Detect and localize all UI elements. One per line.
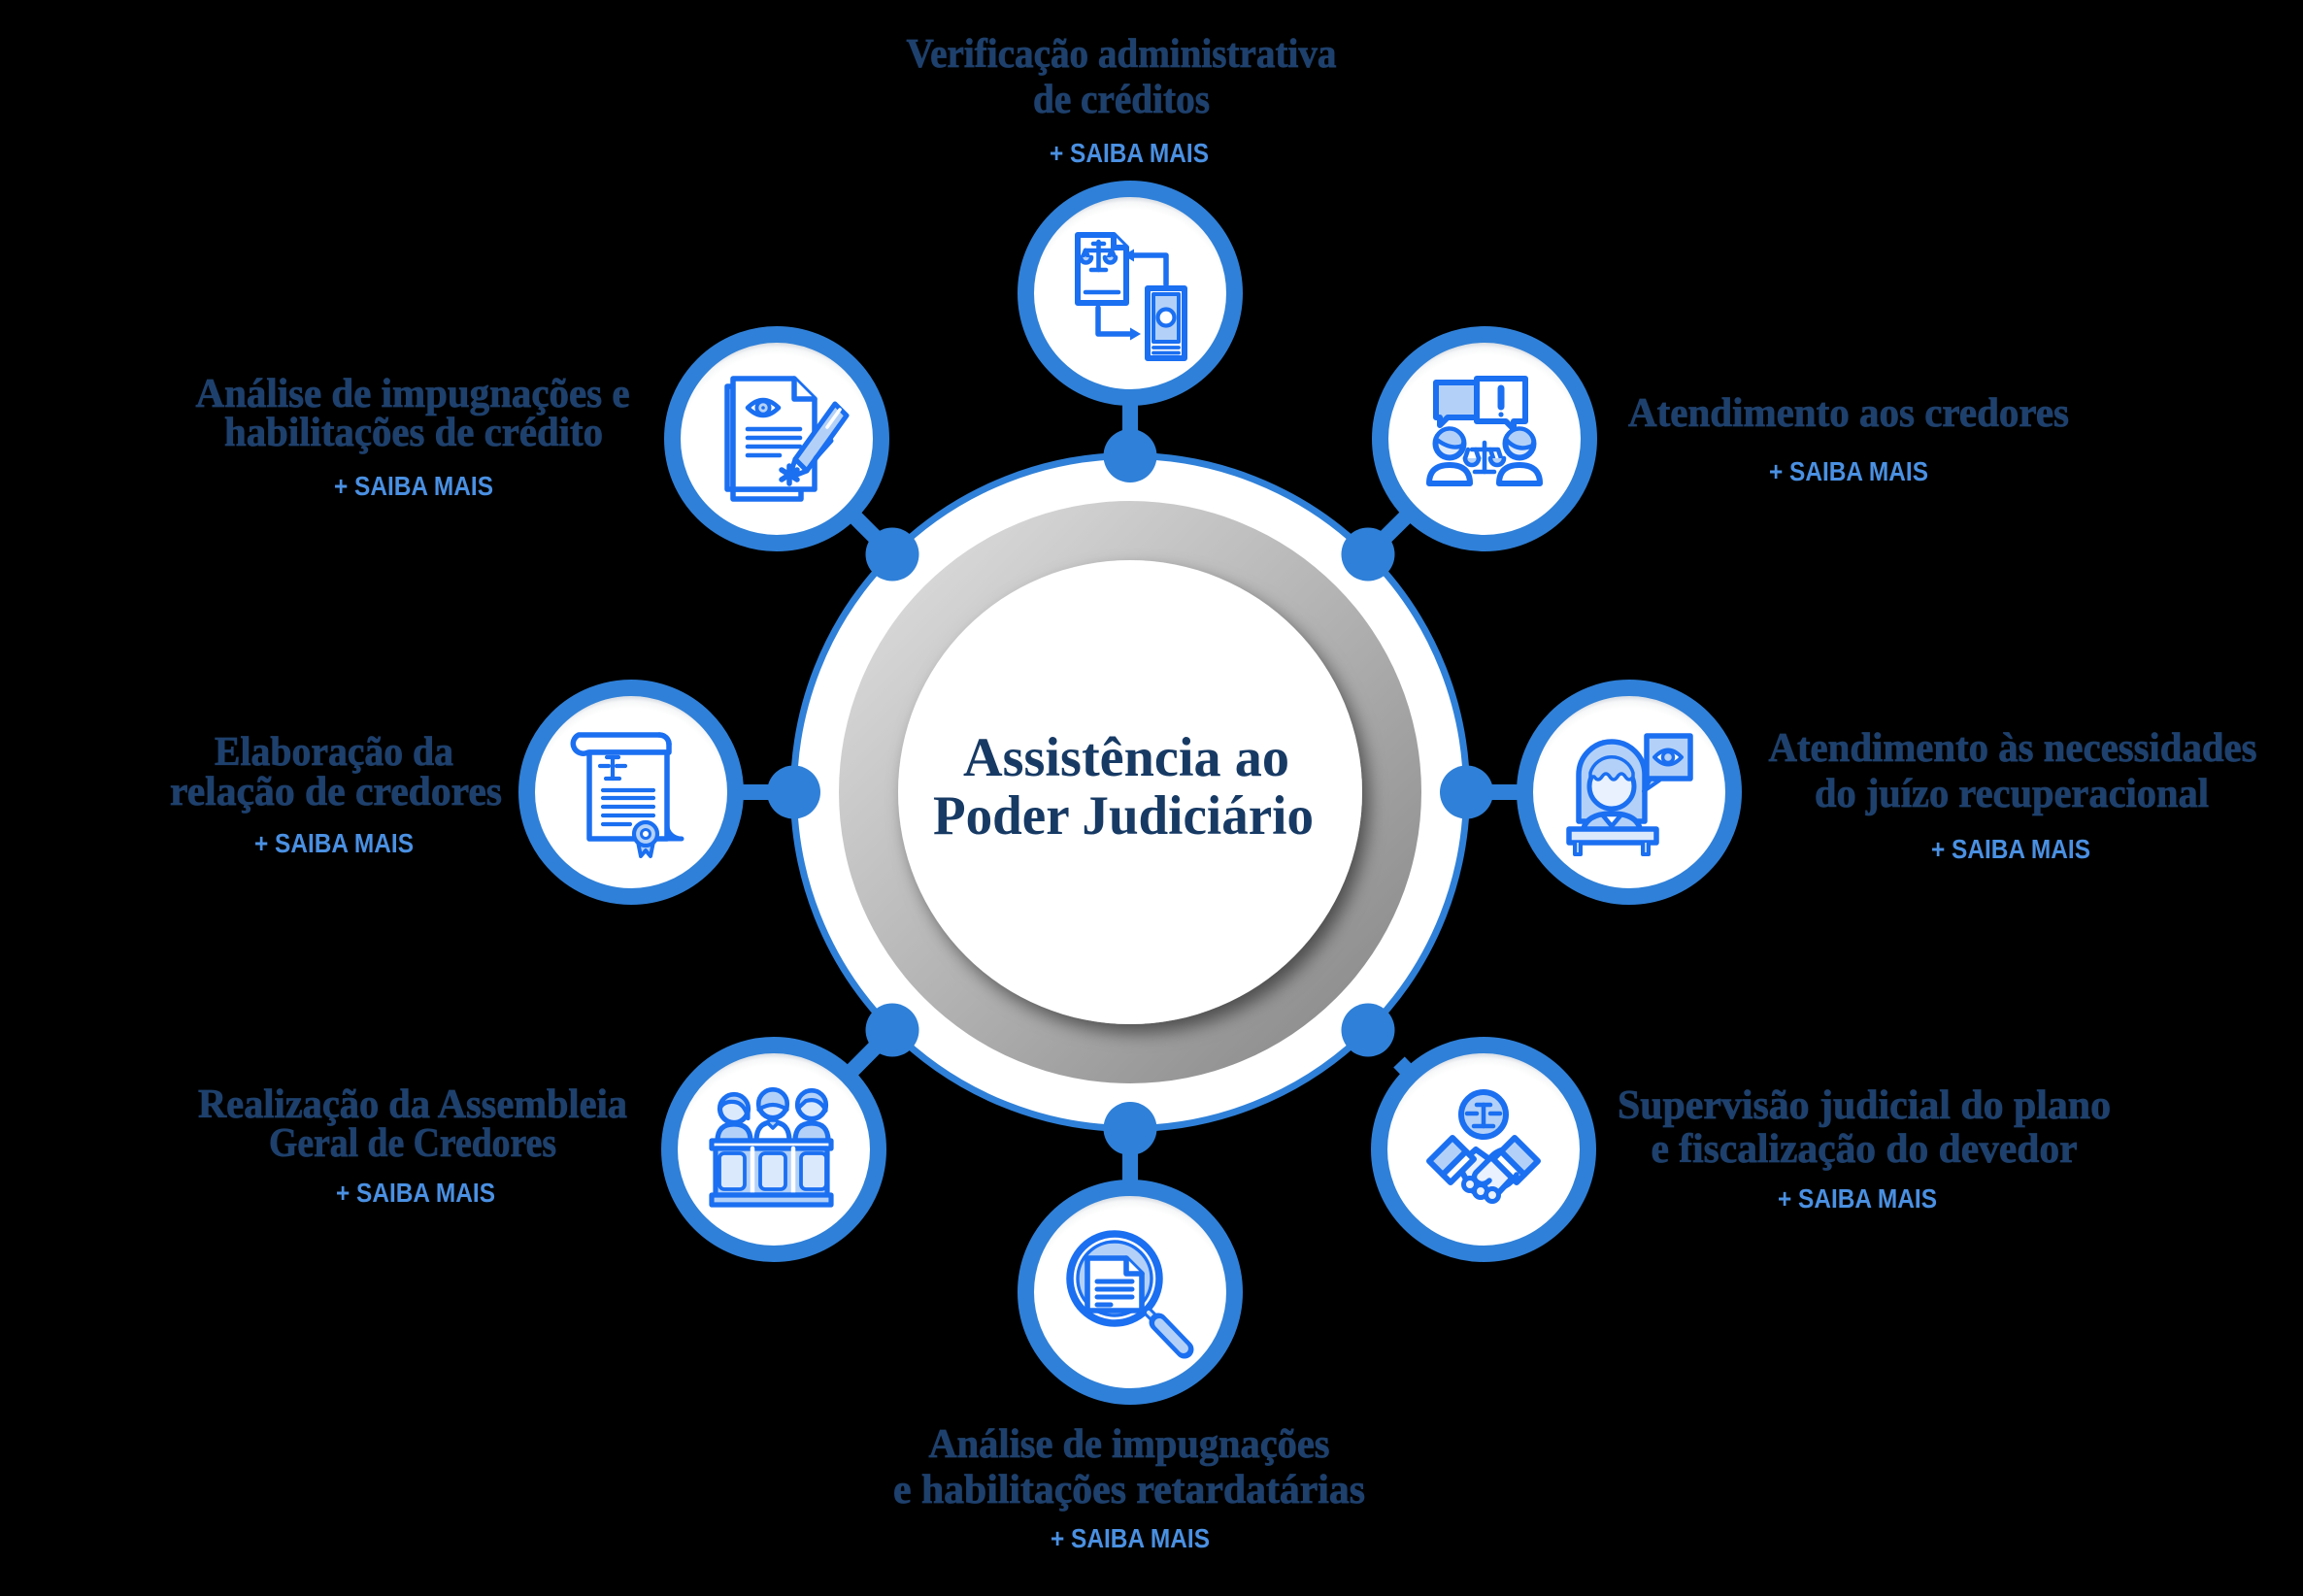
svg-text:e fiscalização do devedor: e fiscalização do devedor <box>1652 1127 2078 1172</box>
svg-text:do juízo recuperacional: do juízo recuperacional <box>1815 772 2209 816</box>
svg-text:+ SAIBA MAIS: + SAIBA MAIS <box>254 828 414 858</box>
svg-text:+ SAIBA MAIS: + SAIBA MAIS <box>1778 1183 1937 1214</box>
svg-text:de créditos: de créditos <box>1033 78 1210 122</box>
svg-text:Assistência ao: Assistência ao <box>963 727 1289 788</box>
svg-text:Análise de impugnações: Análise de impugnações <box>929 1422 1330 1467</box>
svg-text:Atendimento aos credores: Atendimento aos credores <box>1628 391 2069 436</box>
svg-text:Análise de impugnações e: Análise de impugnações e <box>196 372 630 416</box>
svg-text:+ SAIBA MAIS: + SAIBA MAIS <box>1051 1523 1210 1553</box>
svg-text:Realização da Assembleia: Realização da Assembleia <box>198 1082 627 1127</box>
svg-text:+ SAIBA MAIS: + SAIBA MAIS <box>1931 834 2090 864</box>
svg-text:Atendimento às necessidades: Atendimento às necessidades <box>1769 726 2257 771</box>
svg-text:relação de credores: relação de credores <box>170 770 502 815</box>
svg-text:+ SAIBA MAIS: + SAIBA MAIS <box>1050 138 1209 168</box>
svg-text:Supervisão judicial do plano: Supervisão judicial do plano <box>1618 1083 2111 1128</box>
svg-text:+ SAIBA MAIS: + SAIBA MAIS <box>336 1178 495 1208</box>
svg-text:Verificação administrativa: Verificação administrativa <box>907 32 1337 77</box>
svg-text:Geral de Credores: Geral de Credores <box>269 1121 556 1166</box>
svg-text:+ SAIBA MAIS: + SAIBA MAIS <box>334 471 493 501</box>
svg-text:Elaboração da: Elaboração da <box>215 730 453 775</box>
svg-text:habilitações de crédito: habilitações de crédito <box>224 411 603 455</box>
svg-text:+ SAIBA MAIS: + SAIBA MAIS <box>1769 456 1928 486</box>
svg-text:Poder Judiciário: Poder Judiciário <box>933 785 1314 847</box>
svg-text:e habilitações retardatárias: e habilitações retardatárias <box>893 1468 1365 1513</box>
